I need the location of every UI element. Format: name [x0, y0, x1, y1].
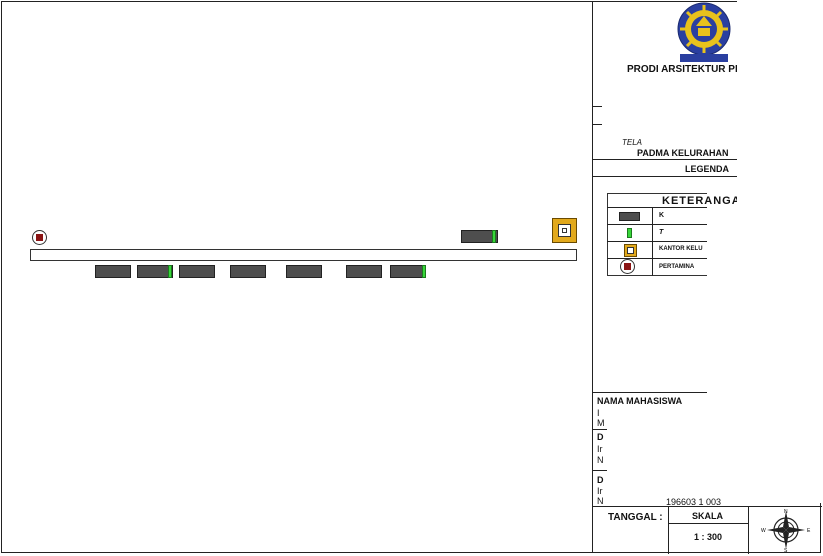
building-6: [346, 265, 382, 278]
keterangan-title: KETERANGA: [662, 195, 737, 207]
blank-margin: [737, 1, 821, 503]
building-5: [286, 265, 322, 278]
project-prefix: TELA: [622, 138, 643, 147]
building-7: [390, 265, 426, 278]
green-marker-north: [492, 230, 496, 243]
legend-header: LEGENDA: [685, 164, 730, 174]
legend-label-office: KANTOR KELU: [659, 246, 703, 252]
building-1: [95, 265, 131, 278]
student-divider: [592, 429, 607, 430]
dosen2-heading: D: [597, 475, 604, 485]
pertamina-icon: [32, 230, 47, 245]
kantor-kelurahan-icon: [552, 218, 577, 243]
student-line-1: I: [597, 408, 600, 418]
main-road: [30, 249, 577, 261]
west-label: W: [761, 528, 766, 534]
building-4: [230, 265, 266, 278]
dosen1-heading: D: [597, 432, 604, 442]
title-block-divider: [592, 1, 593, 553]
legend-bottom-line: [592, 176, 737, 177]
legend-pertamina-icon: [620, 259, 635, 274]
dosen1-line-1: Ir: [597, 444, 603, 454]
tanggal-label: TANGGAL :: [608, 512, 663, 523]
north-arrow-icon: N S W E: [761, 509, 811, 552]
student-line-2: M: [597, 418, 605, 428]
location-title: PADMA KELURAHAN: [637, 148, 729, 158]
legend-green-marker-icon: [627, 228, 632, 238]
tick-1: [592, 106, 602, 107]
program-title: PRODI ARSITEKTUR PE: [627, 64, 737, 75]
building-north: [461, 230, 498, 243]
legend-office-icon: [624, 244, 637, 257]
university-logo-icon: [677, 2, 731, 62]
student-block-line: [592, 392, 707, 393]
green-marker-7: [422, 265, 426, 278]
dosen-divider: [592, 470, 607, 471]
green-marker-2: [168, 265, 172, 278]
south-label: S: [784, 548, 788, 552]
keterangan-row-line: [607, 258, 707, 259]
footer-col-line: [748, 506, 749, 554]
keterangan-row-line: [607, 224, 707, 225]
dosen2-line-1: Ir: [597, 486, 603, 496]
scale-value: 1 : 300: [694, 532, 723, 542]
dosen2-line-2: N: [597, 496, 604, 506]
legend-label-pertamina: PERTAMINA: [659, 264, 695, 270]
dosen1-line-2: N: [597, 455, 604, 465]
legend-label-building: K: [659, 212, 665, 219]
keterangan-row-line: [607, 241, 707, 242]
building-3: [179, 265, 215, 278]
skala-label: SKALA: [692, 511, 723, 521]
footer-top-line: [592, 506, 822, 507]
legend-building-icon: [619, 212, 640, 221]
keterangan-table: [607, 193, 707, 276]
keterangan-col-line: [652, 207, 653, 276]
legend-label-green: T: [659, 229, 664, 236]
legend-top-line: [592, 159, 737, 160]
nip-number: 196603 1 003: [666, 497, 722, 507]
building-2: [137, 265, 173, 278]
tick-2: [592, 124, 602, 125]
east-label: E: [807, 528, 811, 534]
skala-divider: [668, 523, 748, 524]
north-label: N: [784, 509, 788, 515]
footer-col-line: [668, 506, 669, 554]
keterangan-row-line: [607, 207, 707, 208]
student-heading: NAMA MAHASISWA: [597, 396, 683, 406]
